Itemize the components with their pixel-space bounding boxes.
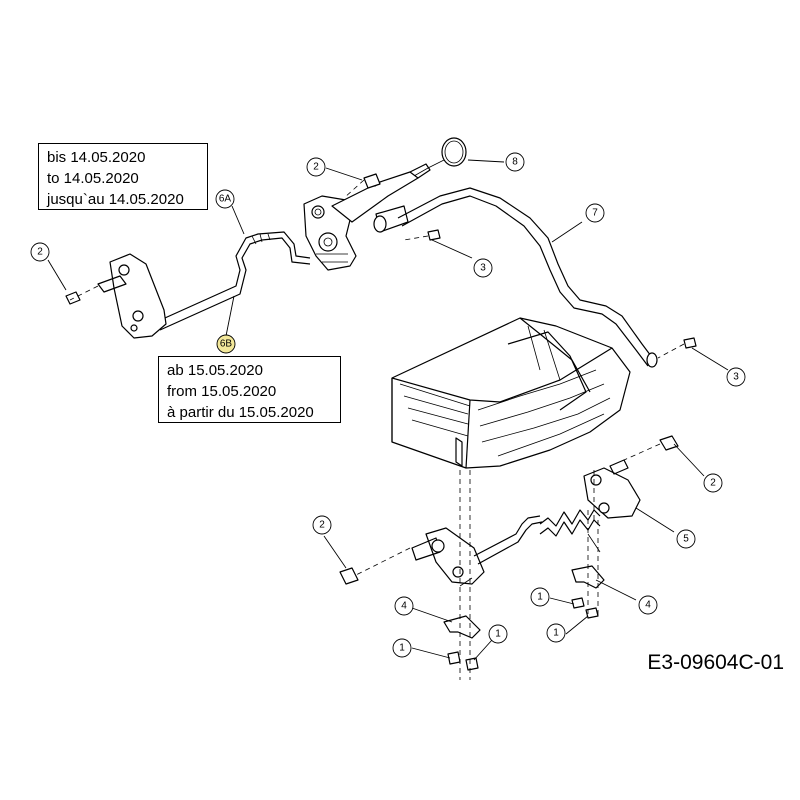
callout-2c: 2 [703,473,723,493]
callout-2d: 2 [312,515,332,535]
note-after-line-en: from 15.05.2020 [167,383,277,400]
lever-bracket [303,163,431,271]
callout-4b: 4 [638,595,658,615]
grass-catcher [391,317,631,469]
height-adjust-rod [155,231,311,331]
svg-text:3: 3 [733,372,739,383]
svg-text:1: 1 [399,643,405,654]
svg-text:7: 7 [592,208,598,219]
callout-1b: 1 [488,624,508,644]
upper-handle [373,187,658,368]
svg-text:1: 1 [495,629,501,640]
front-axle-left [411,515,543,587]
svg-text:2: 2 [710,478,716,489]
note-after-date: ab 15.05.2020 from 15.05.2020 à partir d… [158,356,341,423]
callout-5: 5 [676,529,696,549]
callout-6b: 6B [216,334,236,354]
svg-text:3: 3 [480,263,486,274]
note-after-line-fr: à partir du 15.05.2020 [167,404,314,421]
callout-bubbles: 1 1 1 1 2 2 2 2 [30,152,746,658]
svg-text:1: 1 [537,592,543,603]
diagram-reference-code: E3-09604C-01 [647,651,784,674]
left-side-plate [65,253,167,339]
note-before-date: bis 14.05.2020 to 14.05.2020 jusqu`au 14… [38,143,208,210]
note-before-line-fr: jusqu`au 14.05.2020 [47,191,184,208]
leader-lines [47,159,729,661]
svg-text:8: 8 [512,157,518,168]
svg-text:6B: 6B [220,339,233,350]
callout-3a: 3 [473,258,493,278]
callout-4a: 4 [394,596,414,616]
note-after-line-de: ab 15.05.2020 [167,362,263,379]
svg-text:4: 4 [401,601,407,612]
callout-3b: 3 [726,367,746,387]
alignment-lines [69,179,685,680]
svg-text:2: 2 [37,247,43,258]
callout-2b: 2 [306,157,326,177]
svg-text:2: 2 [313,162,319,173]
callout-2a: 2 [30,242,50,262]
callout-1a: 1 [392,638,412,658]
svg-text:5: 5 [683,534,689,545]
hardware [339,173,697,671]
note-before-line-en: to 14.05.2020 [47,170,139,187]
callout-8: 8 [505,152,525,172]
spring-assembly [539,459,641,553]
callout-1d: 1 [546,623,566,643]
clip-left [443,615,481,639]
callout-7: 7 [585,203,605,223]
svg-text:4: 4 [645,600,651,611]
note-before-line-de: bis 14.05.2020 [47,149,146,166]
svg-text:6A: 6A [219,194,232,205]
callout-6a: 6A [215,189,235,209]
svg-text:2: 2 [319,520,325,531]
svg-text:1: 1 [553,628,559,639]
callout-1c: 1 [530,587,550,607]
